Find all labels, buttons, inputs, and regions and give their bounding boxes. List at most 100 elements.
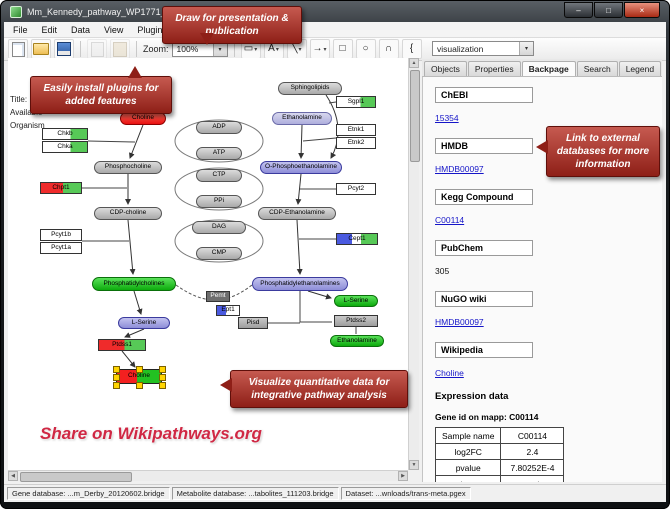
- menu-file[interactable]: File: [13, 24, 28, 35]
- scroll-right-icon[interactable]: ▶: [398, 471, 408, 481]
- selection-handle[interactable]: [113, 382, 120, 389]
- window-controls: – □ ×: [563, 2, 660, 18]
- callout-visualize-arrow-icon: [220, 378, 232, 392]
- menu-edit[interactable]: Edit: [41, 24, 58, 35]
- backpage-section-nugo: NuGO wiki HMDB00097: [435, 289, 662, 330]
- app-icon: [10, 6, 22, 18]
- section-header: Kegg Compound: [435, 189, 533, 205]
- node-ptdss1[interactable]: Ptdss1: [98, 339, 146, 351]
- selection-handle[interactable]: [159, 366, 166, 373]
- kegg-link[interactable]: C00114: [435, 215, 465, 225]
- node-pcyt1b[interactable]: Pcyt1b: [40, 229, 82, 241]
- arc-tool-button[interactable]: ∩: [378, 39, 399, 59]
- scroll-up-icon[interactable]: ▲: [409, 58, 419, 68]
- ellipse-icon: ○: [362, 43, 369, 54]
- chevron-down-icon: ▾: [254, 46, 258, 53]
- node-chpt1[interactable]: Chpt1: [40, 182, 82, 194]
- menu-data[interactable]: Data: [71, 24, 91, 35]
- titlebar[interactable]: Mm_Kennedy_pathway_WP1771_45176.gpml – □…: [10, 2, 662, 20]
- selection-handle[interactable]: [136, 382, 143, 389]
- arrow-icon: →: [312, 43, 323, 54]
- nugo-link[interactable]: HMDB00097: [435, 317, 484, 327]
- hmdb-link[interactable]: HMDB00097: [435, 164, 484, 174]
- callout-plugins-arrow-icon: [128, 66, 142, 78]
- expression-data-heading: Expression data: [435, 391, 509, 402]
- shape-tool-button[interactable]: □: [332, 39, 353, 59]
- node-ppi[interactable]: PPi: [196, 195, 242, 208]
- tab-properties[interactable]: Properties: [467, 61, 521, 76]
- close-button[interactable]: ×: [624, 2, 660, 18]
- selection-handle[interactable]: [113, 366, 120, 373]
- table-cell: log2FC: [434, 443, 502, 460]
- node-etnk2[interactable]: Etnk2: [336, 137, 376, 149]
- scroll-left-icon[interactable]: ◀: [8, 471, 18, 481]
- visualization-select[interactable]: visualization ▾: [432, 41, 534, 56]
- node-ctp[interactable]: CTP: [196, 169, 242, 182]
- new-file-button[interactable]: [8, 39, 28, 59]
- node-ethanolamine[interactable]: Ethanolamine: [272, 112, 332, 125]
- node-cmp[interactable]: CMP: [196, 247, 242, 260]
- selection-handle[interactable]: [159, 374, 166, 381]
- section-header: HMDB: [435, 138, 533, 154]
- chevron-down-icon: ▾: [212, 42, 227, 56]
- tab-objects[interactable]: Objects: [424, 61, 467, 76]
- minimize-button[interactable]: –: [564, 2, 593, 18]
- vertical-scroll-thumb[interactable]: [410, 70, 420, 162]
- node-cept1[interactable]: Cept1: [336, 233, 378, 245]
- visualization-value: visualization: [437, 43, 484, 54]
- copy-button[interactable]: [87, 39, 107, 59]
- toolbar-separator: [80, 41, 81, 57]
- selection-handle[interactable]: [159, 382, 166, 389]
- table-cell: 7.80252E-4: [500, 459, 565, 476]
- node-sphingolipids[interactable]: Sphingolipids: [278, 82, 342, 95]
- node-pcyt1a[interactable]: Pcyt1a: [40, 242, 82, 254]
- table-cell: C00114: [500, 427, 565, 444]
- selection-handle[interactable]: [113, 374, 120, 381]
- menu-plugins[interactable]: Plugins: [137, 24, 167, 35]
- node-phosphocholine[interactable]: Phosphocholine: [94, 161, 162, 174]
- table-cell: type: [434, 475, 502, 482]
- node-adp[interactable]: ADP: [196, 121, 242, 134]
- selected-node-choline-data[interactable]: Choline: [113, 366, 166, 389]
- node-chkb[interactable]: Chkb: [42, 128, 88, 140]
- tab-legend[interactable]: Legend: [618, 61, 662, 76]
- brace-tool-button[interactable]: {: [401, 39, 422, 59]
- node-ethanolamine-right[interactable]: Ethanolamine: [330, 335, 384, 347]
- tab-search[interactable]: Search: [576, 61, 618, 76]
- paste-button[interactable]: [110, 39, 130, 59]
- node-pemt[interactable]: Pemt: [206, 291, 230, 302]
- node-phosphatidylethanolamines[interactable]: Phosphatidylethanolamines: [252, 277, 348, 291]
- pathway-info-availability-label: Available: [10, 108, 43, 117]
- open-file-button[interactable]: [31, 39, 51, 59]
- menu-view[interactable]: View: [104, 24, 124, 35]
- horizontal-scroll-thumb[interactable]: [20, 472, 132, 482]
- chebi-link[interactable]: 15354: [435, 113, 459, 123]
- node-phosphatidylcholines[interactable]: Phosphatidylcholines: [92, 277, 176, 291]
- canvas-vertical-scrollbar[interactable]: ▲ ▼: [408, 58, 420, 470]
- maximize-button[interactable]: □: [594, 2, 623, 18]
- pathway-canvas[interactable]: Title: Available Organism Sphingolipids …: [8, 58, 408, 470]
- node-chka[interactable]: Chka: [42, 141, 88, 153]
- scroll-down-icon[interactable]: ▼: [409, 460, 419, 470]
- node-etnk1[interactable]: Etnk1: [336, 124, 376, 136]
- canvas-horizontal-scrollbar[interactable]: ◀ ▶: [8, 470, 408, 482]
- node-pcyt2[interactable]: Pcyt2: [336, 183, 376, 195]
- save-button[interactable]: [54, 39, 74, 59]
- node-ept1[interactable]: Ept1: [216, 305, 240, 316]
- node-l-serine-left[interactable]: L-Serine: [118, 317, 170, 329]
- node-l-serine-right[interactable]: L-Serine: [334, 295, 378, 307]
- pathway-edges: [82, 94, 357, 368]
- ellipse-tool-button[interactable]: ○: [355, 39, 376, 59]
- selection-handle[interactable]: [136, 366, 143, 373]
- tab-backpage[interactable]: Backpage: [521, 61, 576, 76]
- node-atp[interactable]: ATP: [196, 147, 242, 160]
- node-o-phosphoethanolamine[interactable]: O-Phosphoethanolamine: [260, 161, 342, 174]
- wikipedia-link[interactable]: Choline: [435, 368, 464, 378]
- arrow-tool-button[interactable]: →▾: [309, 39, 330, 59]
- node-cdp-ethanolamine[interactable]: CDP-Ethanolamine: [258, 207, 336, 220]
- node-sgpl1[interactable]: Sgpl1: [336, 96, 376, 108]
- node-dag[interactable]: DAG: [192, 221, 246, 234]
- node-ptdss2[interactable]: Ptdss2: [334, 315, 378, 327]
- node-pisd[interactable]: Pisd: [238, 317, 268, 329]
- node-cdp-choline[interactable]: CDP-choline: [94, 207, 162, 220]
